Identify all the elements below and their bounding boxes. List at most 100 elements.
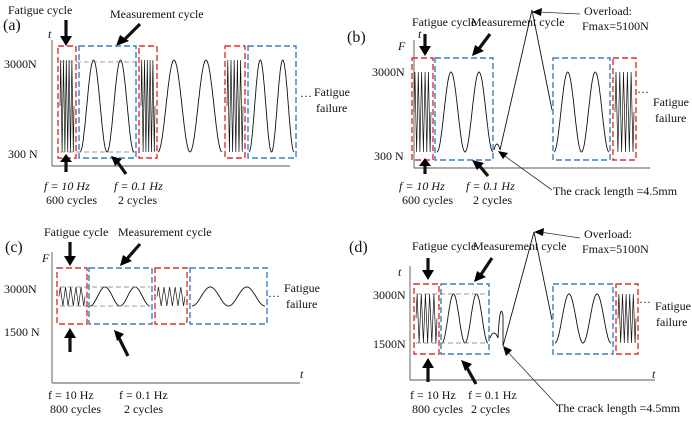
panel-a-fatigue-label: Fatigue cycle bbox=[8, 3, 72, 17]
panel-c-fatigue-waveform-1 bbox=[58, 286, 86, 307]
panel-b-overload-spike bbox=[493, 9, 553, 151]
panel-a-measurement-waveform-2 bbox=[157, 59, 223, 153]
panel-a-f-high: 3000N bbox=[4, 57, 37, 71]
panel-c-measurement-arrowhead bbox=[120, 255, 132, 266]
panel-d-overload-arrowhead bbox=[534, 228, 544, 236]
panel-a-measurement-arrow bbox=[122, 22, 142, 42]
panel-a-measurement-waveform-1 bbox=[79, 59, 135, 153]
panel-d-overload-leader bbox=[539, 231, 581, 239]
panel-a-axis-top-label: t bbox=[48, 27, 52, 41]
panel-d-axis-top-label: t bbox=[398, 265, 402, 279]
panel-b-fatigue-label: Fatigue cycle bbox=[412, 15, 476, 29]
panel-c-axis-t-label: t bbox=[300, 367, 304, 381]
panel-b-measurement-waveform-1 bbox=[436, 71, 494, 153]
panel-b-end-dots: ··· bbox=[637, 85, 649, 99]
panel-c-f-low: 1500 N bbox=[4, 325, 40, 339]
panel-c-fatigue-waveform-2 bbox=[156, 286, 186, 307]
panel-c-measurement-waveform-2 bbox=[191, 286, 266, 307]
panel-b-end-line1: Fatigue bbox=[653, 95, 689, 109]
panel-d-freq-fatigue: f = 10 Hz bbox=[410, 388, 456, 402]
panel-c-end-line2: failure bbox=[286, 297, 317, 311]
panel-d-measurement-box-1 bbox=[440, 283, 490, 355]
panel-b-fatigue-arrowhead bbox=[419, 46, 431, 56]
panel-d-crack-leader bbox=[505, 349, 559, 407]
panel-d-end-line2: failure bbox=[656, 315, 687, 329]
panel-b-cycles-measurement: 2 cycles bbox=[473, 193, 512, 207]
panel-a-freq-arrowhead-2 bbox=[111, 156, 122, 166]
panel-d-overload-line2: Fmax=5100N bbox=[582, 242, 649, 256]
panel-c-freq-arrow-2 bbox=[116, 335, 130, 357]
panel-c-fatigue-box-2 bbox=[154, 267, 188, 325]
panel-d-freq-arrow-2 bbox=[464, 365, 478, 385]
panel-c-freq-arrowhead-2 bbox=[114, 330, 124, 341]
panel-d-crack-arrowhead bbox=[503, 346, 512, 356]
panel-d-f-high: 3000N bbox=[373, 288, 406, 302]
panel-a-fatigue-waveform-1 bbox=[59, 59, 75, 153]
panel-a-measurement-label: Measurement cycle bbox=[110, 7, 204, 21]
panel-d-overload-line1: Overload: bbox=[584, 227, 632, 241]
panel-d-end-dots: ··· bbox=[639, 295, 651, 309]
panel-a-end-line2: failure bbox=[316, 101, 347, 115]
panel-d-measurement-label: Measurement cycle bbox=[473, 239, 567, 253]
panel-c-freq-measurement: f = 0.1 Hz bbox=[119, 388, 168, 402]
panel-c-measurement-box-1 bbox=[88, 267, 153, 325]
panel-d-freq-arrowhead-2 bbox=[461, 360, 472, 371]
panel-b-measurement-waveform-2 bbox=[553, 71, 610, 153]
panel-c-cycles-fatigue: 800 cycles bbox=[50, 402, 101, 416]
panel-c-freq-arrowhead-1 bbox=[64, 328, 76, 338]
panel-c-measurement-arrow bbox=[124, 242, 142, 262]
panel-c-f-high: 3000N bbox=[4, 282, 37, 296]
panel-a-freq-fatigue: f = 10 Hz bbox=[44, 179, 90, 193]
panel-b: (b) t F Fatigue cycle Measurement cycle … bbox=[347, 4, 689, 207]
panel-d-overload-spike bbox=[489, 231, 553, 347]
panel-b-axis-top-label: t bbox=[418, 27, 422, 41]
panel-b-fatigue-waveform-2 bbox=[614, 71, 635, 153]
panel-c-axis-f-label: F bbox=[41, 251, 50, 265]
panel-d-fatigue-label: Fatigue cycle bbox=[412, 239, 476, 253]
panel-c-fatigue-arrowhead bbox=[64, 256, 76, 266]
panel-a-f-low: 300 N bbox=[8, 147, 38, 161]
panel-d-measurement-waveform-2 bbox=[554, 293, 612, 344]
panel-b-overload-line1: Overload: bbox=[584, 4, 632, 18]
panel-b-measurement-arrowhead bbox=[472, 45, 484, 56]
panel-a-cycles-fatigue: 600 cycles bbox=[46, 193, 97, 207]
panel-c-measurement-label: Measurement cycle bbox=[118, 225, 212, 239]
panel-a-measurement-box-2 bbox=[247, 45, 297, 159]
panel-a-measurement-arrowhead bbox=[116, 35, 129, 46]
panel-c-measurement-box-2 bbox=[189, 267, 268, 325]
panel-d-fatigue-waveform-1 bbox=[415, 293, 438, 344]
panel-c-freq-fatigue: f = 10 Hz bbox=[48, 388, 94, 402]
panel-d-freq-measurement: f = 0.1 Hz bbox=[468, 388, 517, 402]
panel-d: (d) t t Fatigue cycle Measurement cycle … bbox=[349, 227, 691, 416]
panel-c-cycles-measurement: 2 cycles bbox=[124, 402, 163, 416]
panel-d-f-low: 1500N bbox=[373, 337, 406, 351]
panel-d-fatigue-box-2 bbox=[615, 283, 639, 355]
panel-d-freq-arrowhead-1 bbox=[422, 358, 434, 368]
panel-b-crack-label: The crack length =4.5mm bbox=[553, 184, 678, 198]
panel-d-crack-label: The crack length =4.5mm bbox=[556, 401, 681, 415]
panel-b-crack-leader bbox=[501, 153, 553, 191]
panel-b-cycles-fatigue: 600 cycles bbox=[402, 193, 453, 207]
panel-b-fatigue-box-2 bbox=[612, 57, 637, 161]
panel-a-fatigue-arrowhead bbox=[60, 36, 72, 46]
panel-d-measurement-waveform-1 bbox=[441, 293, 489, 344]
panel-b-end-line2: failure bbox=[655, 111, 686, 125]
panel-a: (a) t Fatigue cycle Measurement cycle 30… bbox=[3, 3, 350, 207]
panel-a-fatigue-box-3 bbox=[224, 45, 246, 159]
panel-b-overload-line2: Fmax=5100N bbox=[582, 19, 649, 33]
panel-a-freq-arrowhead-1 bbox=[60, 154, 72, 162]
panel-b-measurement-box-1 bbox=[434, 57, 494, 161]
panel-d-letter: (d) bbox=[349, 239, 368, 256]
panel-b-freq-measurement: f = 0.1 Hz bbox=[466, 179, 515, 193]
panel-d-axis-t-label: t bbox=[652, 367, 656, 381]
panel-d-measurement-box-2 bbox=[552, 283, 614, 355]
panel-b-letter: (b) bbox=[347, 29, 366, 46]
panel-a-fatigue-box-2 bbox=[138, 45, 158, 159]
panel-c-letter: (c) bbox=[5, 239, 23, 256]
panel-d-measurement-arrowhead bbox=[474, 271, 486, 282]
panel-d-cycles-fatigue: 800 cycles bbox=[412, 402, 463, 416]
panel-b-axis-f-label: F bbox=[397, 39, 406, 53]
panel-b-freq-arrowhead-2 bbox=[472, 160, 484, 170]
panel-a-letter: (a) bbox=[3, 17, 21, 34]
